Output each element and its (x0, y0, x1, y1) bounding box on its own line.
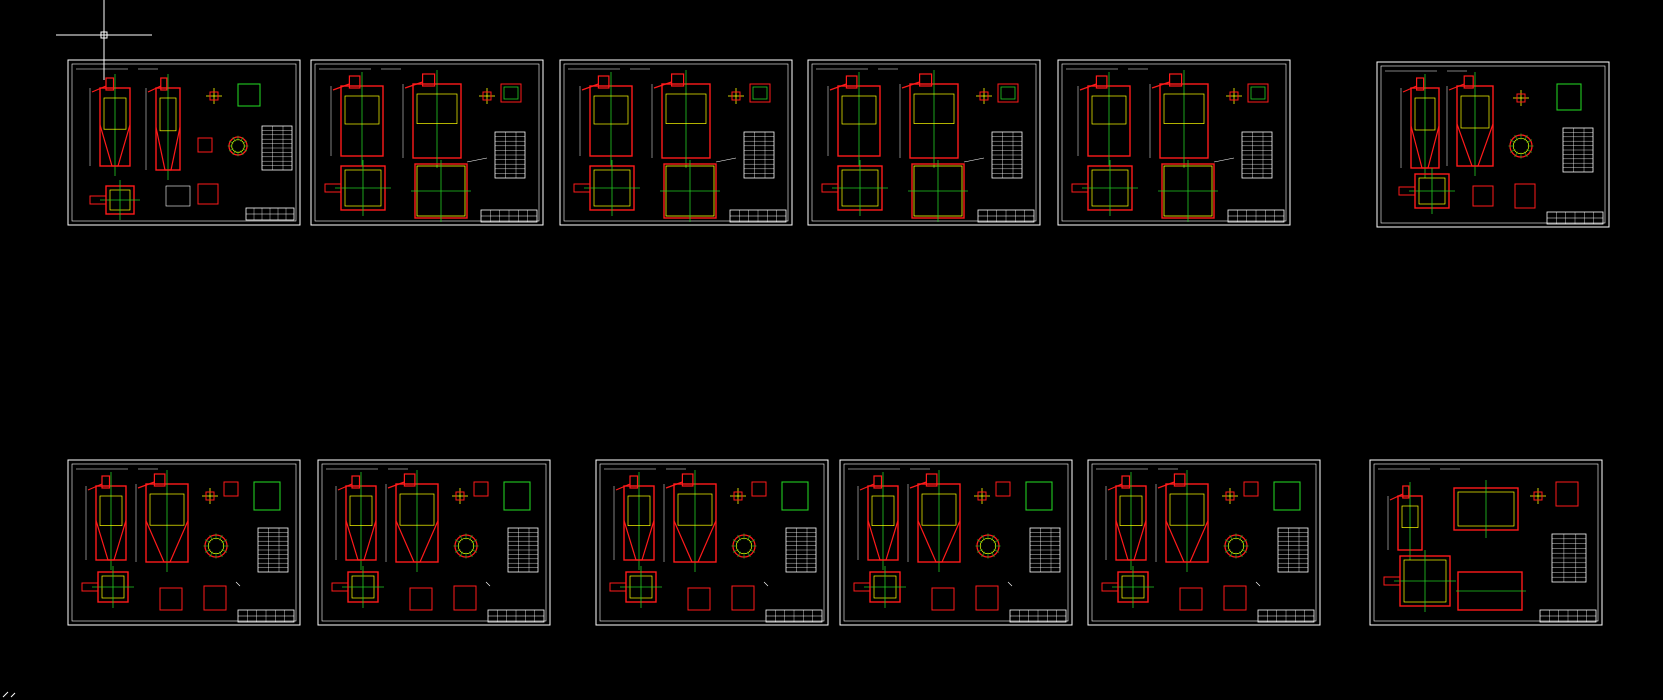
drawing-sheet[interactable] (595, 459, 829, 626)
drawing-sheet[interactable] (1087, 459, 1321, 626)
drawing-sheet[interactable] (1369, 459, 1603, 626)
drawing-sheet[interactable] (317, 459, 551, 626)
drawing-sheet[interactable] (67, 459, 301, 626)
ucs-origin-icon (2, 691, 16, 698)
drawing-sheet[interactable] (839, 459, 1073, 626)
drawing-sheet[interactable] (310, 59, 544, 226)
drawing-sheet[interactable] (807, 59, 1041, 226)
drawing-sheet[interactable] (1057, 59, 1291, 226)
drawing-sheet[interactable] (559, 59, 793, 226)
drawing-sheet[interactable] (67, 59, 301, 226)
drawing-sheet[interactable] (1376, 61, 1610, 228)
